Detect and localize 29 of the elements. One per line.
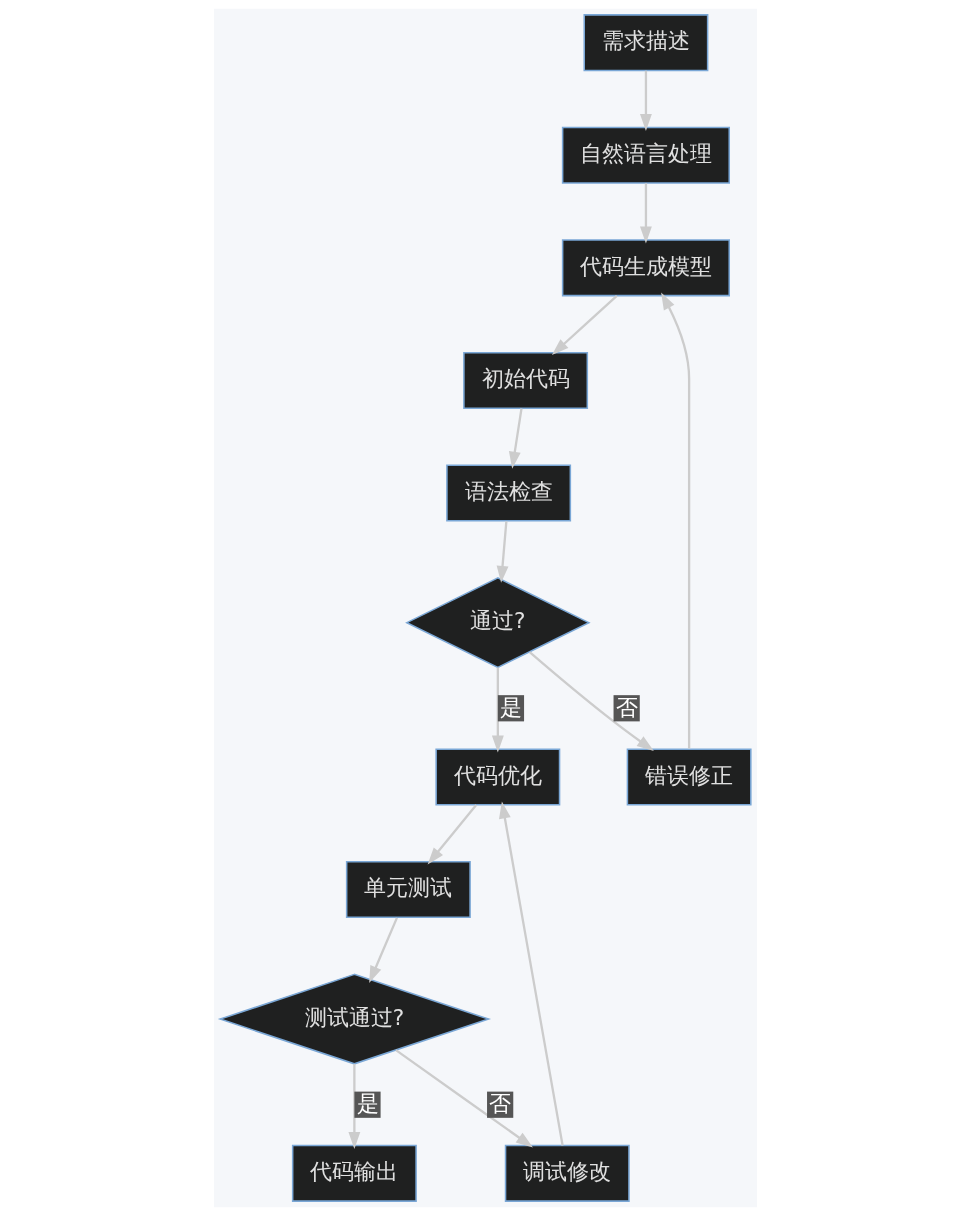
arrow xyxy=(551,295,618,355)
arrow xyxy=(496,521,508,583)
edge-label: 是 xyxy=(499,694,522,720)
arrow xyxy=(508,408,523,469)
edge-label: 否 xyxy=(615,694,638,720)
arrow xyxy=(368,917,398,983)
node-box: 错误修正 xyxy=(626,748,752,806)
edge-label: 是 xyxy=(356,1091,379,1117)
node-box: 调试修改 xyxy=(504,1144,630,1202)
arrow xyxy=(491,667,504,753)
node-box: 代码优化 xyxy=(434,748,560,806)
node-diamond: 通过? xyxy=(404,577,591,669)
node-box: 代码输出 xyxy=(291,1144,417,1202)
node-box: 需求描述 xyxy=(582,14,708,72)
arrow xyxy=(639,70,652,131)
arrow xyxy=(660,292,690,749)
node-box: 代码生成模型 xyxy=(561,239,730,297)
arrow xyxy=(498,801,564,1146)
edge-label: 否 xyxy=(488,1091,511,1117)
arrow xyxy=(394,1049,533,1148)
arrow xyxy=(528,651,654,752)
node-box: 单元测试 xyxy=(345,861,471,919)
arrow xyxy=(639,183,652,244)
node-box: 自然语言处理 xyxy=(561,126,730,184)
arrow xyxy=(427,804,477,865)
arrow xyxy=(347,1063,360,1150)
node-box: 初始代码 xyxy=(462,351,588,409)
node-box: 语法检查 xyxy=(445,464,571,522)
node-diamond: 测试通过? xyxy=(217,973,491,1065)
